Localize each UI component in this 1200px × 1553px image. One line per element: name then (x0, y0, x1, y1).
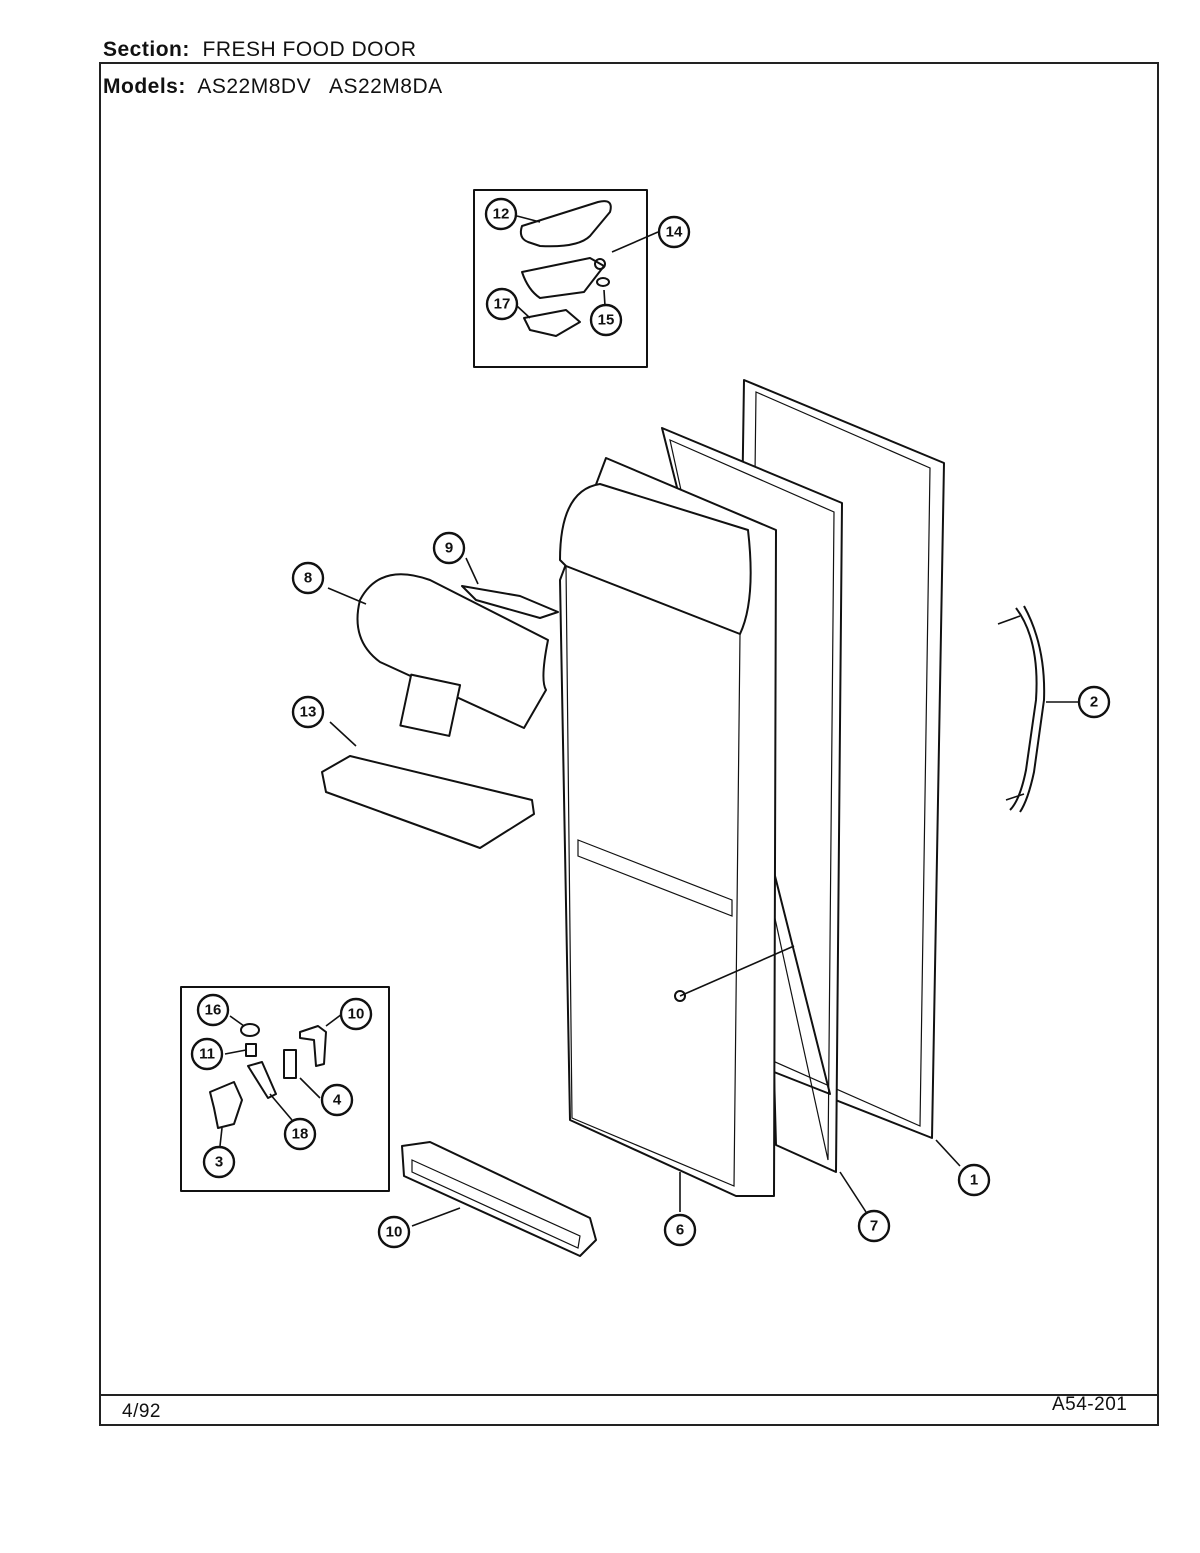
callout-8-label: 8 (304, 570, 312, 587)
section-label: Section: (103, 38, 190, 61)
leader-16 (229, 1015, 245, 1027)
closer-cam-shape (247, 1061, 277, 1099)
leader-13 (329, 721, 357, 747)
plate-shape (283, 1049, 297, 1079)
callout-12-label: 12 (493, 206, 510, 223)
leader-15 (603, 289, 606, 307)
callout-13: 13 (291, 695, 325, 729)
models-label: Models: (103, 75, 186, 98)
callout-2-label: 2 (1090, 694, 1098, 711)
callout-14: 14 (657, 215, 691, 249)
callout-1: 1 (957, 1163, 991, 1197)
footer-divider (101, 1394, 1157, 1396)
hinge-pin (594, 258, 606, 270)
leader-8 (327, 587, 367, 605)
door-liner-shape (559, 457, 777, 1197)
callout-3-label: 3 (215, 1154, 223, 1171)
callout-6-label: 6 (676, 1222, 684, 1239)
model-1: AS22M8DV (197, 75, 312, 98)
callout-12: 12 (484, 197, 518, 231)
washer-shape (596, 277, 610, 287)
handle-back-edge (1019, 605, 1046, 813)
leader-17 (516, 305, 531, 319)
liner-shelf-ridge (577, 839, 733, 917)
hinge-cover-shape (519, 200, 612, 248)
leader-7 (839, 1171, 867, 1213)
leader-3 (219, 1127, 223, 1147)
callout-10b: 10 (377, 1215, 411, 1249)
hinge-shim-shape (523, 309, 581, 337)
leader-11 (224, 1049, 247, 1055)
callout-11: 11 (190, 1037, 224, 1071)
callout-13-label: 13 (300, 704, 317, 721)
callout-4: 4 (320, 1083, 354, 1117)
leader-10b (411, 1207, 461, 1227)
leader-1 (935, 1139, 961, 1167)
liner-screw (674, 990, 686, 1002)
footer-date: 4/92 (122, 1401, 161, 1422)
upper-hinge-shape (521, 257, 605, 299)
bushing-shape (245, 1043, 257, 1057)
callout-15-label: 15 (598, 312, 615, 329)
models-line: Models: AS22M8DV AS22M8DA (103, 75, 443, 99)
leader-12 (516, 215, 541, 223)
callout-10a-label: 10 (348, 1006, 365, 1023)
liner-inner-recess (565, 565, 741, 1187)
callout-14-label: 14 (666, 224, 683, 241)
callout-17-label: 17 (494, 296, 511, 313)
callout-9: 9 (432, 531, 466, 565)
egg-tray-shape (321, 755, 535, 849)
handle-screw-top (997, 615, 1021, 625)
model-2: AS22M8DA (328, 75, 443, 98)
callout-15: 15 (589, 303, 623, 337)
callout-16: 16 (196, 993, 230, 1027)
lower-hinge-inset-box (180, 986, 390, 1192)
callout-8: 8 (291, 561, 325, 595)
door-shelf-lip (411, 1159, 581, 1249)
callout-16-label: 16 (205, 1002, 222, 1019)
callout-10a: 10 (339, 997, 373, 1031)
callout-6: 6 (663, 1213, 697, 1247)
handle-screw-bottom (1005, 793, 1025, 801)
callout-17: 17 (485, 287, 519, 321)
callout-2: 2 (1077, 685, 1111, 719)
callout-18: 18 (283, 1117, 317, 1151)
callout-4-label: 4 (333, 1092, 342, 1109)
handle-shape (1009, 607, 1038, 811)
gasket-shape (661, 427, 843, 1173)
egg-tray-handle (399, 673, 462, 737)
diagram-frame (99, 62, 1159, 1426)
lower-hinge-shape (209, 1081, 243, 1129)
washer-16-shape (240, 1023, 260, 1037)
leader-18 (269, 1093, 293, 1121)
callout-7-label: 7 (870, 1218, 878, 1235)
liner-dairy-compartment (559, 483, 752, 635)
liner-screw-line (679, 945, 795, 997)
section-value: FRESH FOOD DOOR (202, 38, 417, 61)
callout-1-label: 1 (970, 1172, 978, 1189)
callout-10b-label: 10 (386, 1224, 403, 1241)
callout-9-label: 9 (445, 540, 453, 557)
dairy-cover-shape (356, 573, 549, 729)
callout-11-label: 11 (199, 1046, 215, 1063)
callout-3: 3 (202, 1145, 236, 1179)
callout-7: 7 (857, 1209, 891, 1243)
upper-hinge-inset-box (473, 189, 648, 368)
section-line: Section: FRESH FOOD DOOR (103, 38, 417, 62)
footer-code: A54-201 (1052, 1394, 1128, 1415)
leader-14 (611, 231, 659, 253)
leader-9 (465, 557, 479, 585)
butter-door-shape (461, 585, 559, 619)
callout-18-label: 18 (292, 1126, 309, 1143)
leader-4 (299, 1077, 321, 1099)
door-stop-shape (299, 1025, 327, 1067)
leader-10a (325, 1013, 343, 1027)
